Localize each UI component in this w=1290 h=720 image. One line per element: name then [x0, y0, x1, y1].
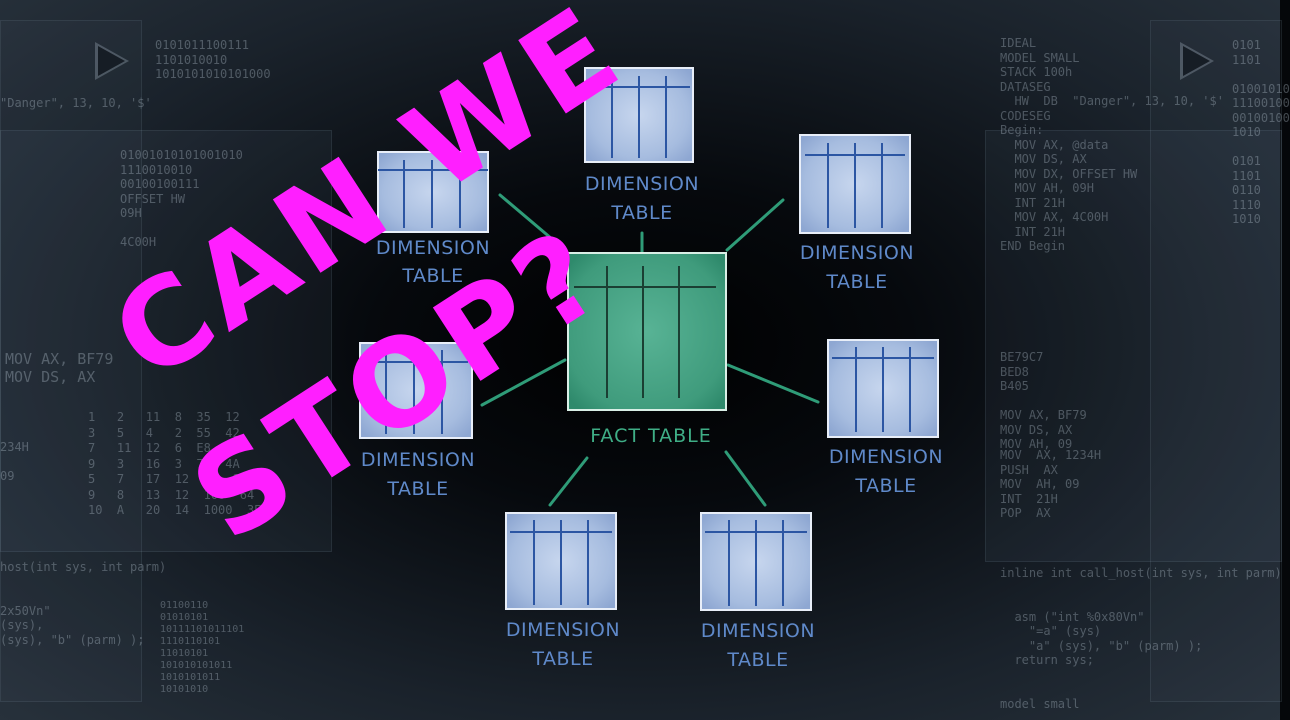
connector-line [725, 198, 785, 252]
bg-code-left-asm: 234H 09 [0, 440, 29, 483]
connector-line [724, 450, 767, 507]
dimension-label-6-line1: DIMENSION [506, 619, 620, 641]
dimension-label-5-line1: DIMENSION [829, 446, 943, 468]
dimension-table-2: DIMENSION TABLE [584, 67, 699, 224]
dimension-label-6-line2: TABLE [531, 648, 593, 670]
bg-panel-left [0, 130, 332, 552]
dimension-table-3: DIMENSION TABLE [799, 134, 914, 293]
connector-line [498, 193, 567, 252]
dimension-label-7-line2: TABLE [726, 649, 788, 671]
dimension-label-1-line1: DIMENSION [376, 237, 490, 259]
bg-code-right-asm: MOV AX, 1234H PUSH AX MOV AH, 09 INT 21H… [1000, 448, 1102, 520]
dimension-label-4-line1: DIMENSION [361, 449, 475, 471]
bg-code-bits-small: 01100110 01010101 10111101011101 1110110… [160, 600, 245, 695]
fact-table-label: FACT TABLE [590, 425, 712, 447]
bg-code-left-mid: "Danger", 13, 10, '$' [0, 96, 152, 110]
dimension-table-7: DIMENSION TABLE [700, 512, 815, 671]
dimension-label-1-line2: TABLE [401, 265, 463, 287]
bg-panel-right-outer [1150, 20, 1282, 702]
bg-code-right-low: BE79C7 BED8 B405 MOV AX, BF79 MOV DS, AX… [1000, 350, 1087, 451]
dimension-label-5-line2: TABLE [854, 475, 916, 497]
dimension-label-4-line2: TABLE [386, 478, 448, 500]
bg-code-bottom-left: host(int sys, int parm) 2x50Vn" (sys), (… [0, 560, 167, 647]
dimension-table-5: DIMENSION TABLE [827, 339, 943, 497]
dimension-table-4: DIMENSION TABLE [359, 342, 475, 500]
connector-line [548, 456, 589, 507]
bg-code-right-bits: 0101 1101 01001010 11100100 00100100 101… [1232, 38, 1290, 226]
bg-code-bottom-right: inline int call_host(int sys, int parm) … [1000, 566, 1282, 711]
dimension-table-6: DIMENSION TABLE [505, 512, 620, 670]
bg-code-right-top: IDEAL MODEL SMALL STACK 100h DATASEG HW … [1000, 36, 1224, 253]
connector-line [726, 363, 820, 404]
play-icon-left [95, 42, 129, 80]
dimension-label-3-line2: TABLE [825, 271, 887, 293]
bg-code-left-low: MOV AX, BF79 MOV DS, AX [5, 350, 114, 386]
bg-panel-left-outer [0, 20, 142, 702]
bg-panel-right [985, 130, 1282, 562]
bg-code-left-block: 01001010101001010 1110010010 00100100111… [120, 148, 243, 249]
dimension-label-7-line1: DIMENSION [701, 620, 815, 642]
bg-code-left-top: 0101011100111 1101010010 101010101010100… [155, 38, 271, 81]
dimension-label-2-line1: DIMENSION [585, 173, 699, 195]
dimension-label-3-line1: DIMENSION [800, 242, 914, 264]
fact-table: FACT TABLE [567, 252, 727, 447]
bg-code-num-grid: 1 2 11 8 35 12 3 5 4 2 55 42 7 11 12 6 E… [88, 410, 269, 517]
dimension-label-2-line2: TABLE [610, 202, 672, 224]
connector-lines [480, 193, 820, 507]
dimension-table-1: DIMENSION TABLE [376, 151, 490, 287]
play-icon-right [1180, 42, 1214, 80]
connector-line [480, 358, 567, 407]
